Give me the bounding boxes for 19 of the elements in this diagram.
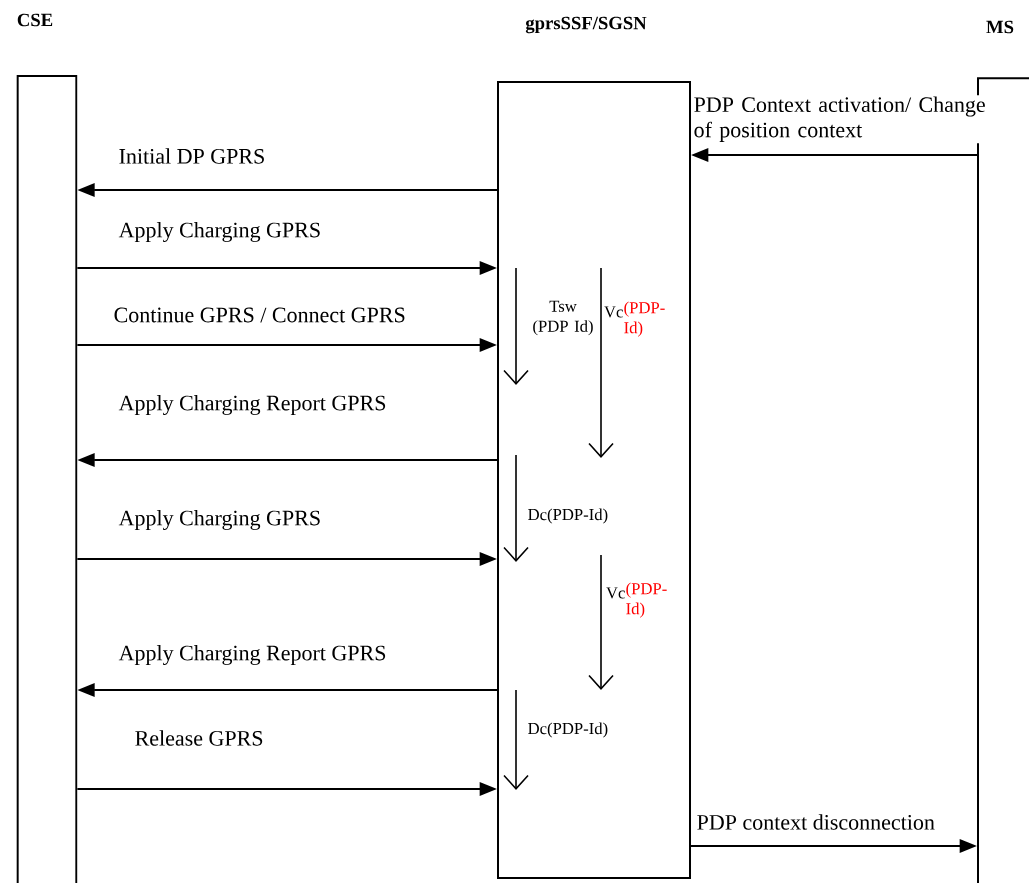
timer-label: Vc (604, 306, 623, 318)
edge-label: PDP Context activation/ Change of position context (692, 95, 995, 144)
edge-label: Release GPRS (133, 728, 265, 748)
timer-label: Vc (606, 587, 625, 599)
timer-label: Tsw (PDP Id) (533, 300, 593, 336)
participant-name: MS (986, 20, 1014, 34)
participant-name: gprsSSF/SGSN (525, 16, 647, 34)
edge-label: PDP context disconnection (695, 812, 937, 832)
participant-name: CSE (17, 13, 53, 27)
timer-label: (PDP-Id) (626, 582, 667, 618)
timer-label: Dc(PDP-Id) (528, 722, 608, 738)
edge-label: Apply Charging GPRS (117, 220, 323, 244)
edge-label: Initial DP GPRS (117, 146, 267, 166)
edge-label: Continue GPRS / Connect GPRS (112, 306, 408, 324)
edge-label: Apply Charging Report GPRS (117, 643, 388, 667)
edge-label: Apply Charging Report GPRS (117, 393, 388, 417)
timer-label: (PDP-Id) (624, 301, 665, 337)
edge-label: Apply Charging GPRS (117, 508, 323, 532)
timer-label: Dc(PDP-Id) (528, 508, 608, 524)
